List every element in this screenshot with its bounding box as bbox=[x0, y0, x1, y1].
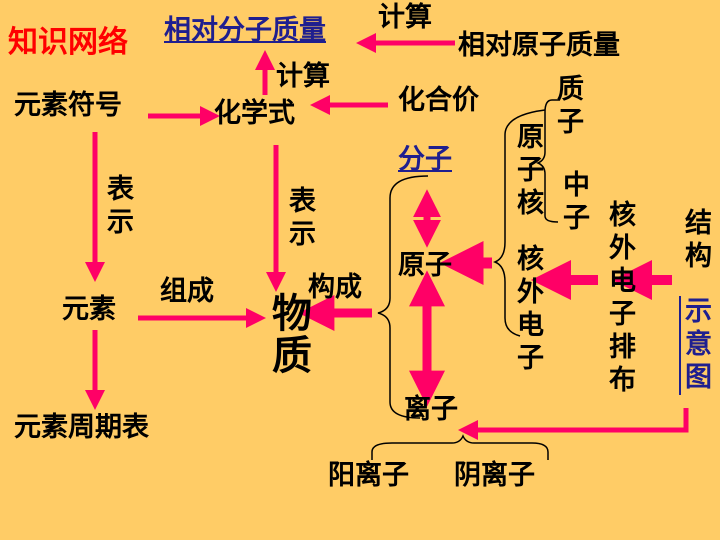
node-element: 元素 bbox=[62, 294, 116, 325]
node-diagram-label[interactable]: 示意图 bbox=[680, 296, 711, 395]
brace-particles bbox=[377, 175, 429, 419]
node-cation: 阳离子 bbox=[328, 460, 409, 491]
label-constitute: 构成 bbox=[308, 272, 362, 303]
node-periodic-table: 元素周期表 bbox=[14, 412, 149, 443]
node-relative-atomic-mass: 相对原子质量 bbox=[458, 30, 620, 61]
brace-atom-structure bbox=[492, 109, 546, 337]
label-represent-left: 表示 bbox=[102, 174, 133, 240]
node-molecule[interactable]: 分子 bbox=[398, 144, 452, 175]
page-title: 知识网络 bbox=[8, 25, 128, 60]
label-calculate-mid: 计算 bbox=[276, 61, 330, 92]
node-electrons: 核外电子 bbox=[512, 244, 543, 376]
node-chemical-formula: 化学式 bbox=[214, 98, 295, 129]
node-atom: 原子 bbox=[398, 250, 452, 281]
node-neutron: 中子 bbox=[558, 170, 589, 236]
node-relative-molecular-mass[interactable]: 相对分子质量 bbox=[164, 15, 326, 46]
node-electron-arrangement: 核外电子排布 bbox=[604, 200, 635, 398]
node-proton: 质子 bbox=[552, 74, 583, 140]
node-anion: 阴离子 bbox=[454, 460, 535, 491]
label-represent-mid: 表示 bbox=[284, 186, 315, 252]
label-compose: 组成 bbox=[160, 276, 214, 307]
node-matter: 物质 bbox=[265, 292, 311, 376]
node-nucleus: 原子核 bbox=[512, 122, 543, 221]
brace-nucleus bbox=[536, 99, 560, 223]
node-element-symbol: 元素符号 bbox=[14, 90, 122, 121]
node-valence: 化合价 bbox=[398, 85, 479, 116]
node-structure-label: 结构 bbox=[680, 208, 711, 274]
label-calculate-top: 计算 bbox=[378, 2, 432, 33]
node-ion: 离子 bbox=[404, 394, 458, 425]
arrow-diagram-to-ion bbox=[458, 408, 689, 440]
brace-ions bbox=[371, 434, 549, 460]
